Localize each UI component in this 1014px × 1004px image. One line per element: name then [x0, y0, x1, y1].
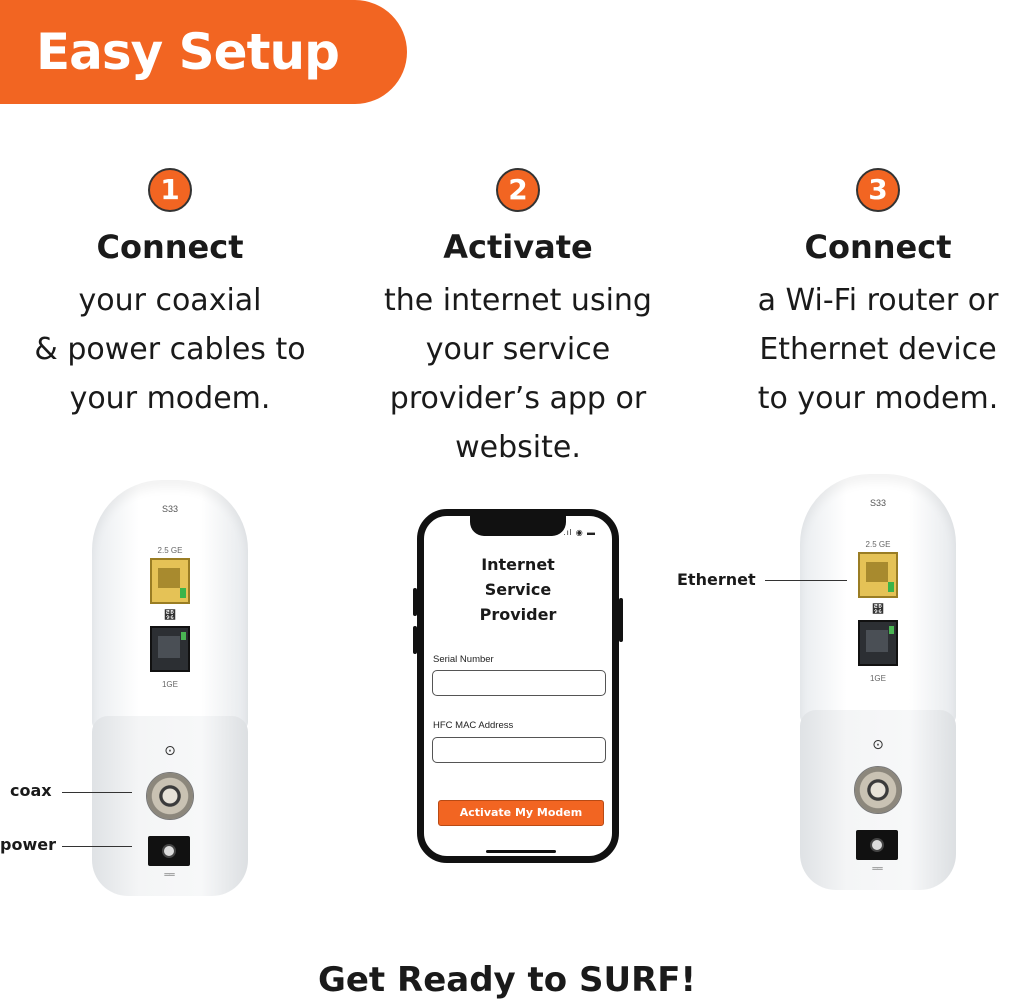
footer-tagline: Get Ready to SURF!	[317, 960, 697, 1000]
status-icons: .ıl ◉ ▬	[563, 528, 596, 537]
step-2-line-3: provider’s app or	[389, 381, 647, 416]
ethernet-leader-line	[765, 580, 847, 581]
power-symbol-icon: ⊙	[164, 742, 176, 758]
network-icon: ⮖	[872, 602, 884, 616]
step-1-line-1: your coaxial	[78, 283, 262, 318]
dc-polarity-icon: ══	[872, 864, 882, 873]
step-1-number-badge: 1	[148, 168, 192, 212]
ethernet-port-2-5ge	[150, 558, 190, 604]
step-1-title: Connect	[96, 228, 244, 266]
port-1ge-label: 1GE	[869, 674, 886, 683]
port-2-5ge-label: 2.5 GE	[157, 546, 183, 555]
power-jack	[148, 836, 190, 866]
app-title-line-2: Service	[484, 580, 552, 599]
step-3-number-badge: 3	[856, 168, 900, 212]
phone-illustration: .ıl ◉ ▬ Internet Service Provider Serial…	[417, 509, 619, 863]
step-1-description: your coaxial & power cables to your mode…	[5, 276, 335, 423]
modem-body: S33 2.5 GE ⮖ 1GE	[800, 474, 956, 724]
phone-side-button	[413, 626, 417, 654]
hfc-mac-address-label: HFC MAC Address	[433, 720, 514, 731]
step-3: 3 Connect a Wi-Fi router or Ethernet dev…	[713, 168, 1014, 423]
step-2-line-1: the internet using	[384, 283, 652, 318]
activate-my-modem-button[interactable]: Activate My Modem	[438, 800, 604, 826]
app-title-line-3: Provider	[479, 605, 557, 624]
serial-number-field[interactable]	[432, 670, 606, 696]
ethernet-port-2-5ge	[858, 552, 898, 598]
app-title-line-1: Internet	[481, 555, 555, 574]
modem-model-label: S33	[869, 498, 886, 508]
step-3-line-2: Ethernet device	[759, 332, 997, 367]
phone-side-button	[413, 588, 417, 616]
serial-number-label: Serial Number	[433, 654, 494, 665]
step-1: 1 Connect your coaxial & power cables to…	[5, 168, 335, 423]
step-2-description: the internet using your service provider…	[353, 276, 683, 472]
coax-port	[854, 766, 902, 814]
step-2-line-2: your service	[425, 332, 611, 367]
step-2-title: Activate	[443, 228, 593, 266]
step-1-line-2: & power cables to	[34, 332, 306, 367]
network-icon: ⮖	[164, 608, 176, 622]
app-title: Internet Service Provider	[424, 552, 612, 627]
ethernet-port-1ge	[858, 620, 898, 666]
easy-setup-banner: Easy Setup	[0, 0, 407, 104]
home-indicator	[486, 850, 556, 853]
port-2-5ge-label: 2.5 GE	[865, 540, 891, 549]
ethernet-callout: Ethernet	[677, 570, 756, 589]
phone-side-button	[619, 598, 623, 642]
port-1ge-label: 1GE	[161, 680, 178, 689]
step-2-number-badge: 2	[496, 168, 540, 212]
banner-title: Easy Setup	[36, 23, 340, 81]
step-3-title: Connect	[804, 228, 952, 266]
step-3-description: a Wi-Fi router or Ethernet device to you…	[713, 276, 1014, 423]
step-3-line-1: a Wi-Fi router or	[757, 283, 999, 318]
power-callout: power	[0, 835, 56, 854]
step-2-line-4: website.	[455, 430, 581, 465]
power-jack	[856, 830, 898, 860]
power-leader-line	[62, 846, 132, 847]
step-2: 2 Activate the internet using your servi…	[353, 168, 683, 472]
coax-leader-line	[62, 792, 132, 793]
step-3-line-3: to your modem.	[757, 381, 999, 416]
power-symbol-icon: ⊙	[872, 736, 884, 752]
phone-notch	[470, 514, 566, 536]
modem-model-label: S33	[161, 504, 178, 514]
hfc-mac-address-field[interactable]	[432, 737, 606, 763]
dc-polarity-icon: ══	[164, 870, 174, 879]
coax-port	[146, 772, 194, 820]
modem-body: S33 2.5 GE ⮖ 1GE	[92, 480, 248, 730]
step-1-line-3: your modem.	[69, 381, 271, 416]
ethernet-port-1ge	[150, 626, 190, 672]
coax-callout: coax	[10, 781, 52, 800]
